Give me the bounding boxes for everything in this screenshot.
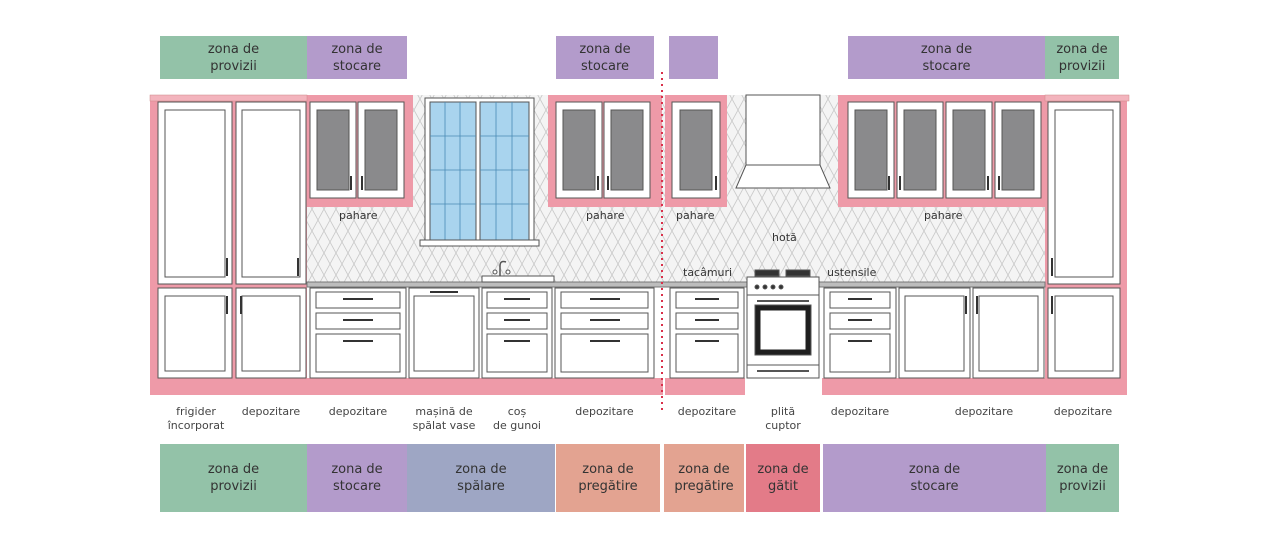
top-zone-stocare-1: zona de stocare xyxy=(307,36,407,79)
label-tacamuri: tacâmuri xyxy=(683,266,733,279)
module-label-depozitare-3: depozitare xyxy=(575,405,634,418)
module-label-cos-gunoi: coș de gunoi xyxy=(493,405,541,432)
top-zone-stocare-4: zona de stocare xyxy=(848,36,1045,79)
label-hota: hotă xyxy=(772,231,797,244)
highlight-base-left xyxy=(307,378,663,395)
window xyxy=(419,97,540,247)
label-pahare-4: pahare xyxy=(924,209,963,222)
sink xyxy=(481,260,555,283)
module-label-depozitare-2: depozitare xyxy=(328,405,388,418)
hood xyxy=(735,94,831,189)
module-label-depozitare-4: depozitare xyxy=(677,405,737,418)
module-label-plita: plită cuptor xyxy=(765,405,801,432)
module-label-depozitare-6: depozitare xyxy=(954,405,1014,418)
label-pahare-3: pahare xyxy=(676,209,715,222)
module-label-depozitare-1: depozitare xyxy=(241,405,301,418)
module-label-depozitare-5: depozitare xyxy=(830,405,890,418)
stove xyxy=(746,269,820,379)
highlight-base-right xyxy=(822,378,1045,395)
top-zone-stocare-2: zona de stocare xyxy=(556,36,654,79)
top-zone-provizii-left: zona de provizii xyxy=(160,36,307,79)
label-pahare-2: pahare xyxy=(586,209,625,222)
bottom-zone-pregatire-1: zona de pregătire xyxy=(556,444,660,512)
module-label-masina-vase: mașină de spălat vase xyxy=(412,405,476,432)
label-pahare-1: pahare xyxy=(339,209,378,222)
bottom-zone-provizii-left: zona de provizii xyxy=(160,444,307,512)
bottom-zone-gatit: zona de gătit xyxy=(746,444,820,512)
bottom-zone-stocare-1: zona de stocare xyxy=(307,444,407,512)
bottom-zone-provizii-right: zona de provizii xyxy=(1046,444,1119,512)
bottom-zone-pregatire-2: zona de pregătire xyxy=(664,444,744,512)
bottom-zone-stocare-2: zona de stocare xyxy=(823,444,1046,512)
top-zone-stocare-3 xyxy=(669,36,718,79)
highlight-base-mid xyxy=(665,378,745,395)
label-ustensile: ustensile xyxy=(827,266,877,279)
module-label-depozitare-7: depozitare xyxy=(1053,405,1113,418)
bottom-zone-spalare: zona de spălare xyxy=(407,444,555,512)
module-label-frigider: frigider încorporat xyxy=(167,405,225,432)
top-zone-provizii-right: zona de provizii xyxy=(1045,36,1119,79)
